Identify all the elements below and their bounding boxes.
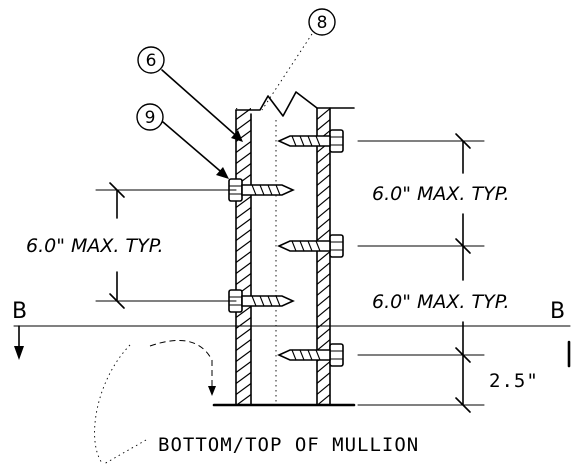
hatch-line-right-wall: [317, 360, 330, 374]
section-b-line: [13, 325, 571, 368]
hatch-line-right-wall: [317, 327, 330, 341]
hatch-line-left-wall: [236, 371, 251, 385]
hatch-line-right-wall: [317, 250, 330, 264]
hatch-line-left-wall: [236, 316, 251, 330]
hatch-line-left-wall: [236, 151, 251, 165]
hatch-line-left-wall: [236, 118, 251, 132]
hatch-line-left-wall: [236, 250, 251, 264]
bottom-top-of-mullion-note: BOTTOM/TOP OF MULLION: [158, 434, 419, 456]
screw-shank: [277, 349, 331, 361]
callout-6: 6: [137, 46, 243, 142]
screw-fastener: [228, 178, 295, 202]
hatch-line-right-wall: [317, 173, 330, 187]
hatch-line-left-wall: [236, 261, 251, 275]
screw-fastener: [228, 289, 295, 313]
section-letter-left: B: [12, 299, 27, 324]
hatch-line-left-wall: [236, 239, 251, 253]
hatch-line-left-wall: [236, 108, 238, 110]
hatch-line-left-wall: [236, 206, 251, 220]
hatch-line-right-wall: [317, 206, 330, 220]
hatch-line-right-wall: [317, 195, 330, 209]
screw-fastener: [277, 343, 344, 367]
right-spacing-note-top: 6.0" MAX. TYP.: [372, 183, 510, 205]
hatch-line-right-wall: [317, 118, 330, 132]
callout-8-label: 8: [317, 13, 328, 33]
screw-fastener: [277, 234, 344, 258]
callout-6-label: 6: [146, 51, 157, 71]
hatch-line-left-wall: [236, 360, 251, 374]
hatch-line-left-wall: [236, 108, 251, 121]
end-distance-note: 2.5": [489, 370, 539, 392]
screw-head: [329, 343, 344, 367]
hatch-line-left-wall: [234, 415, 253, 429]
hatch-line-right-wall: [317, 108, 330, 121]
hatch-line-left-wall: [236, 305, 251, 319]
hatch-line-left-wall: [236, 349, 251, 363]
hatch-line-right-wall: [317, 272, 330, 286]
hatch-line-right-wall: [317, 316, 330, 330]
hatch-line-left-wall: [236, 129, 251, 143]
hatch-line-right-wall: [317, 283, 330, 297]
bottom-leader: [94, 339, 216, 465]
hatch-line-left-wall: [236, 382, 251, 396]
left-spacing-note: 6.0" MAX. TYP.: [26, 235, 164, 257]
hatch-line-left-wall: [236, 228, 251, 242]
fastener-group: [228, 129, 344, 367]
screw-head: [329, 129, 344, 153]
right-spacing-note-bottom: 6.0" MAX. TYP.: [372, 291, 510, 313]
screw-head: [329, 234, 344, 258]
hatch-line-right-wall: [315, 415, 332, 429]
callout-9-label: 9: [145, 108, 156, 128]
callout-9: 9: [136, 103, 229, 179]
hatch-line-left-wall: [236, 217, 251, 231]
hatch-line-right-wall: [317, 382, 330, 396]
hatch-line-left-wall: [236, 338, 251, 352]
hatch-line-right-wall: [317, 151, 330, 165]
hatch-line-left-wall: [236, 140, 251, 154]
callout-8: 8: [261, 8, 336, 111]
left-dimension: 6.0" MAX. TYP.: [26, 182, 237, 309]
hatch-line-left-wall: [236, 195, 251, 209]
hatch-line-right-wall: [317, 305, 330, 319]
section-letter-right: B: [550, 299, 565, 324]
screw-shank: [241, 184, 295, 196]
hatch-line-right-wall: [317, 371, 330, 385]
screw-fastener: [277, 129, 344, 153]
hatch-line-right-wall: [317, 217, 330, 231]
screw-shank: [277, 135, 331, 147]
hatch-line-left-wall: [236, 162, 251, 176]
hatch-line-left-wall: [236, 327, 251, 341]
hatch-line-right-wall: [317, 261, 330, 275]
hatch-line-right-wall: [317, 162, 330, 176]
hatch-line-right-wall: [317, 294, 330, 308]
screw-shank: [241, 295, 295, 307]
right-dimensions: 6.0" MAX. TYP. 6.0" MAX. TYP. 2.5": [357, 133, 539, 413]
hatch-line-right-wall: [317, 184, 330, 198]
hatch-line-right-wall: [317, 228, 330, 242]
screw-shank: [277, 240, 331, 252]
hatch-line-left-wall: [236, 272, 251, 286]
